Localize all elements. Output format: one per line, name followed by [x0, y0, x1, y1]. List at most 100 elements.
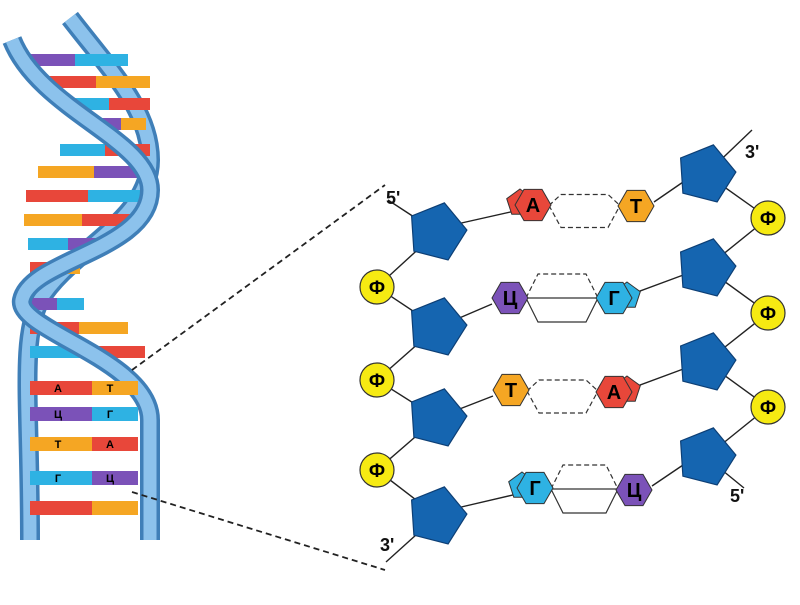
- strand-end-right-top: 3': [745, 142, 759, 162]
- phosphate: Ф: [359, 362, 395, 398]
- deoxyribose-pentagon: [410, 297, 468, 356]
- base-letter: А: [607, 382, 621, 404]
- phosphate-label: Ф: [369, 461, 385, 482]
- helix-base-bar: [88, 190, 150, 202]
- base-left: Г: [508, 471, 554, 505]
- helix-rung-left-label: Т: [55, 439, 62, 451]
- helix-base-bar: [121, 118, 146, 130]
- helix-rung-right: [92, 381, 138, 395]
- helix-rung-left: [30, 381, 92, 395]
- helix-base-bar: [96, 76, 150, 88]
- helix-base-bar: [38, 166, 94, 178]
- pyrimidine-ring: [491, 281, 529, 315]
- phosphate-label: Ф: [760, 304, 776, 325]
- purine-ring-six: [514, 188, 552, 222]
- phosphate: Ф: [750, 295, 786, 331]
- helix-rung-right: [92, 437, 138, 451]
- phosphate: Ф: [359, 452, 395, 488]
- base-letter: Т: [505, 380, 517, 402]
- helix-rung-right-label: А: [106, 439, 114, 451]
- base-letter: Т: [630, 196, 642, 218]
- helix-base-bar: [92, 501, 138, 515]
- deoxyribose-pentagon: [679, 427, 737, 486]
- strand-end-right-bottom: 5': [730, 486, 744, 506]
- purine-ring-six: [516, 471, 554, 505]
- glycosidic-bond: [631, 273, 687, 295]
- phosphate-label: Ф: [760, 209, 776, 230]
- phosphate-label: Ф: [369, 278, 385, 299]
- helix-rung-right-label: Т: [107, 383, 114, 395]
- zoom-line-top: [131, 184, 386, 371]
- hydrogen-bond: [525, 273, 599, 299]
- helix-base-bar: [75, 54, 128, 66]
- base-right: Т: [617, 189, 655, 223]
- glycosidic-bond: [456, 210, 516, 225]
- helix-base-bar: [109, 98, 150, 110]
- phosphate: Ф: [359, 269, 395, 305]
- glycosidic-bond: [653, 179, 687, 203]
- base-left: А: [506, 188, 552, 222]
- base-left: Т: [492, 373, 530, 407]
- phosphate-circle: [359, 452, 395, 488]
- base-letter: Ц: [503, 288, 518, 310]
- deoxyribose-pentagon: [679, 238, 737, 297]
- phosphate-label: Ф: [760, 398, 776, 419]
- deoxyribose-pentagon: [410, 202, 468, 261]
- glycosidic-bond: [631, 367, 687, 389]
- phosphate: Ф: [750, 200, 786, 236]
- deoxyribose-sugars: [410, 144, 737, 545]
- helix-rung-right-label: Г: [107, 409, 114, 421]
- phosphate-groups: Ф Ф Ф Ф Ф Ф: [359, 200, 786, 488]
- phosphate: Ф: [750, 389, 786, 425]
- deoxyribose-pentagon: [679, 144, 737, 203]
- phosphate-circle: [750, 389, 786, 425]
- base-right: Ц: [615, 473, 653, 507]
- phosphate-circle: [750, 295, 786, 331]
- helix-base-bar: [57, 298, 84, 310]
- glycosidic-bond: [651, 462, 687, 487]
- helix-rung-left: [30, 407, 92, 421]
- helix-rung-left: [30, 471, 92, 485]
- helix-base-bar: [24, 214, 82, 226]
- purine-ring-six: [595, 281, 633, 315]
- strand-end-left-bottom: 3': [380, 535, 394, 555]
- glycosidic-bond: [456, 303, 493, 320]
- helix-base-bar: [60, 144, 105, 156]
- deoxyribose-pentagon: [679, 332, 737, 391]
- helix-rung-left: [30, 437, 92, 451]
- hydrogen-bond: [550, 488, 619, 514]
- helix-base-bar: [30, 298, 57, 310]
- helix-base-bar: [28, 238, 68, 250]
- pyrimidine-ring: [617, 189, 655, 223]
- deoxyribose-pentagon: [410, 486, 468, 545]
- pyrimidine-ring: [615, 473, 653, 507]
- hydrogen-bond: [548, 205, 621, 229]
- hydrogen-bond: [548, 193, 621, 206]
- hydrogen-bond: [525, 297, 599, 323]
- glycosidic-bond: [456, 493, 518, 509]
- helix-rung-left-label: Ц: [54, 409, 62, 421]
- helix-base-bar: [79, 322, 128, 334]
- deoxyribose-pentagon: [410, 388, 468, 447]
- hydrogen-bond: [526, 390, 599, 414]
- hydrogen-bond: [550, 464, 619, 490]
- helix-base-bar: [26, 190, 88, 202]
- zoom-line-bottom: [131, 491, 386, 571]
- purine-ring-six: [595, 375, 633, 409]
- phosphate-circle: [359, 269, 395, 305]
- strand-end-left-top: 5': [386, 188, 400, 208]
- glycosidic-bond: [456, 395, 494, 411]
- base-right: А: [595, 375, 641, 409]
- base-letter: Ц: [627, 480, 642, 502]
- base-left: Ц: [491, 281, 529, 315]
- phosphate-circle: [750, 200, 786, 236]
- helix-front-strand-highlight: [5, 37, 157, 540]
- helix-rung-right: [92, 471, 138, 485]
- base-letter: Г: [529, 478, 540, 500]
- helix-rung-right: [92, 407, 138, 421]
